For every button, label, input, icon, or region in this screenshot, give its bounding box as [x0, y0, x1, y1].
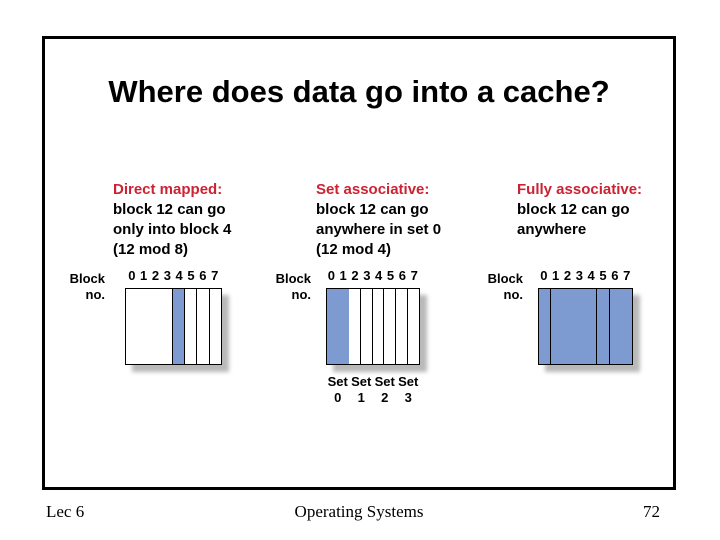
- block-cell-5: [383, 289, 396, 364]
- mapping-column-fully-associative: Fully associative: block 12 can go anywh…: [517, 180, 642, 240]
- description-line: (12 mod 8): [113, 241, 189, 258]
- block-cell-7: [620, 289, 632, 364]
- block-cell-4: [585, 289, 597, 364]
- diagram-direct-mapped: Block no. 0 1 2 3 4 5 6 7: [64, 268, 234, 418]
- cache-block-box: [326, 288, 420, 365]
- block-cell-7: [407, 289, 419, 364]
- description-line: block 12 can go: [517, 201, 630, 218]
- block-cell-0: [327, 289, 338, 364]
- diagram-set-associative: Block no. 0 1 2 3 4 5 6 7 Set 0 Set 1 Se…: [270, 268, 440, 418]
- block-number-row: 0 1 2 3 4 5 6 7: [540, 268, 631, 283]
- diagram-fully-associative: Block no. 0 1 2 3 4 5 6 7: [482, 268, 652, 418]
- column-heading: Set associative:: [316, 181, 430, 198]
- block-cell-1: [337, 289, 349, 364]
- footer-course: Operating Systems: [294, 502, 424, 521]
- footer-lecture: Lec 6: [46, 502, 85, 521]
- column-heading: Fully associative:: [517, 181, 643, 198]
- slide-title: Where does data go into a cache?: [108, 74, 610, 109]
- block-number-row: 0 1 2 3 4 5 6 7: [327, 268, 419, 283]
- set-label: Set 0: [327, 374, 348, 405]
- column-heading: Direct mapped:: [113, 181, 223, 198]
- block-cell-3: [359, 289, 372, 364]
- block-cell-0: [126, 289, 138, 364]
- slide-frame: [42, 36, 676, 490]
- set-label: Set 3: [398, 374, 419, 405]
- description-line: anywhere in set 0: [316, 221, 442, 238]
- block-cell-1: [550, 289, 563, 364]
- set-label: Set 2: [374, 374, 395, 405]
- block-cell-5: [183, 289, 197, 364]
- description-line: block 12 can go: [316, 201, 429, 218]
- block-cell-0: [539, 289, 551, 364]
- block-cell-2: [562, 289, 574, 364]
- block-cell-3: [573, 289, 585, 364]
- description-line: only into block 4: [113, 221, 232, 238]
- description-line: block 12 can go: [113, 201, 226, 218]
- block-cell-4: [171, 289, 184, 364]
- block-no-label: Block no.: [275, 271, 311, 302]
- block-cell-5: [596, 289, 609, 364]
- description-line: (12 mod 4): [316, 241, 392, 258]
- description-line: anywhere: [517, 221, 587, 238]
- block-cell-2: [348, 289, 360, 364]
- block-cell-6: [608, 289, 621, 364]
- cache-block-box: [538, 288, 633, 365]
- footer-page-number: 72: [643, 502, 660, 521]
- set-label: Set 1: [351, 374, 372, 405]
- block-cell-6: [196, 289, 209, 364]
- mapping-column-set-associative: Set associative: block 12 can go anywher…: [316, 180, 441, 260]
- block-cell-3: [160, 289, 172, 364]
- block-cell-4: [371, 289, 384, 364]
- block-cell-2: [148, 289, 161, 364]
- block-cell-6: [395, 289, 408, 364]
- block-no-label: Block no.: [69, 271, 105, 302]
- block-cell-1: [137, 289, 149, 364]
- cache-block-box: [125, 288, 222, 365]
- block-number-row: 0 1 2 3 4 5 6 7: [128, 268, 219, 283]
- block-cell-7: [208, 289, 221, 364]
- block-no-label: Block no.: [487, 271, 523, 302]
- mapping-column-direct: Direct mapped: block 12 can go only into…: [113, 180, 231, 260]
- set-labels: Set 0 Set 1 Set 2 Set 3: [326, 374, 420, 406]
